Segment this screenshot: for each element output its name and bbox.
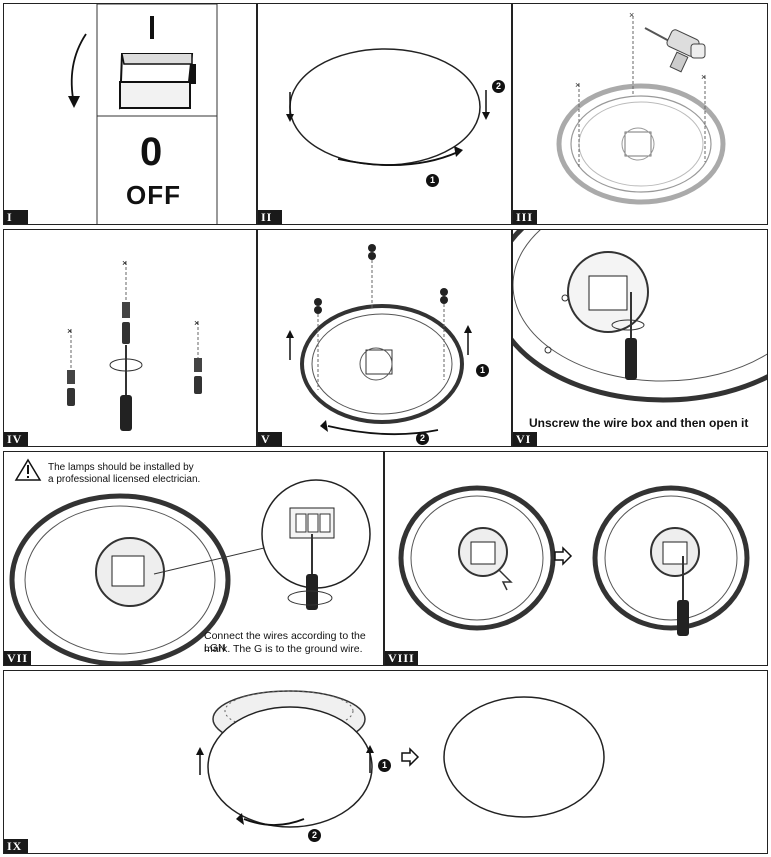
open-wire-box-illustration — [513, 230, 767, 403]
rotate-arrow-icon — [287, 590, 333, 606]
svg-text:×: × — [67, 326, 72, 336]
mount-base-illustration — [286, 244, 472, 436]
rotate-arrow-icon — [243, 818, 305, 826]
svg-text:×: × — [122, 258, 127, 268]
step-panel-3: × × × III — [512, 3, 768, 225]
step-panel-6: Unscrew the wire box and then open it VI — [512, 229, 768, 447]
rotate-arrow-icon — [109, 358, 143, 372]
screw-icon — [67, 302, 202, 406]
remove-cover-illustration — [286, 48, 490, 166]
step-panel-9: 1 2 IX — [3, 670, 768, 854]
step-tag-1: I — [4, 210, 28, 224]
hollow-arrow-right-icon — [554, 546, 573, 566]
attach-cover-illustration — [196, 690, 605, 828]
screwdriver-icon — [306, 534, 318, 610]
step-number-2: 2 — [416, 432, 429, 445]
close-wire-box-illustration — [398, 485, 750, 636]
step-panel-2: 2 1 II — [257, 3, 512, 225]
instruction-caption: Unscrew the wire box and then open it — [529, 416, 749, 430]
step-number-1: 1 — [476, 364, 489, 377]
step-tag-4: IV — [4, 432, 28, 446]
rotate-arrow-icon — [337, 151, 459, 166]
step-number-1: 1 — [378, 759, 391, 772]
step-tag-2: II — [258, 210, 282, 224]
warning-line-2: a professional licensed electrician. — [48, 474, 201, 485]
svg-text:×: × — [575, 80, 580, 90]
hollow-arrow-right-icon — [401, 747, 420, 767]
step-number-1: 1 — [426, 174, 439, 187]
step-tag-3: III — [513, 210, 537, 224]
step-panel-4: × × × IV — [3, 229, 257, 447]
rotate-arrow-icon — [70, 33, 87, 105]
connect-wires-illustration — [9, 458, 371, 665]
step-tag-8: VIII — [385, 651, 418, 665]
step-panel-7: The lamps should be installed by a profe… — [3, 451, 384, 666]
warning-line-1: The lamps should be installed by — [48, 462, 194, 473]
screwdriver-icon — [625, 292, 637, 380]
switch-off-illustration — [68, 4, 218, 224]
step-panel-1: 0 OFF I — [3, 3, 257, 225]
screwdriver-icon — [120, 345, 132, 431]
off-zero-label: 0 — [140, 130, 163, 174]
svg-text:×: × — [194, 318, 199, 328]
step-number-2: 2 — [492, 80, 505, 93]
step-panel-5: 1 2 V — [257, 229, 512, 447]
drill-holes-illustration: × × × — [556, 10, 726, 205]
wiring-note-line-1: Connect the wires according to the LGN — [204, 630, 366, 654]
drill-icon — [644, 27, 706, 73]
step-tag-7: VII — [4, 651, 32, 665]
off-label: OFF — [126, 180, 181, 210]
switch-icon — [118, 53, 196, 110]
step-number-2: 2 — [308, 829, 321, 842]
step-tag-9: IX — [4, 839, 28, 853]
step-tag-6: VI — [513, 432, 537, 446]
rotate-arrow-icon — [611, 319, 645, 331]
svg-text:×: × — [701, 72, 706, 82]
svg-text:×: × — [629, 10, 634, 20]
warning-icon — [14, 458, 42, 481]
step-tag-5: V — [258, 432, 282, 446]
screwdriver-icon — [677, 556, 689, 636]
wiring-note-line-2: mark. The G is to the ground wire. — [204, 643, 363, 655]
insert-anchors-illustration: × × × — [67, 258, 202, 431]
rotate-arrow-icon — [327, 425, 439, 436]
step-panel-8: VIII — [384, 451, 768, 666]
